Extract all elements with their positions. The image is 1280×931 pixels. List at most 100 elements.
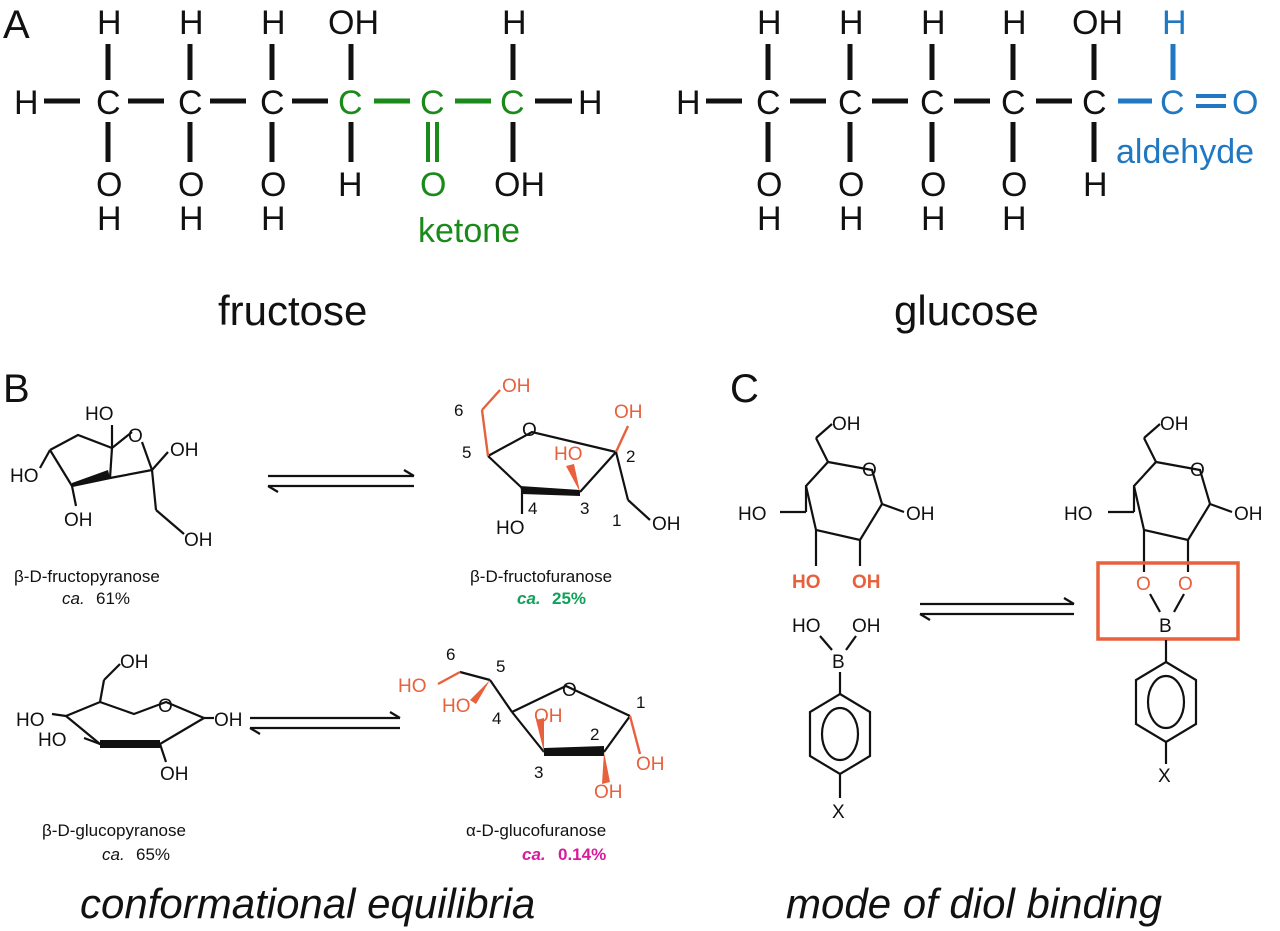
svg-text:H: H <box>921 4 946 42</box>
svg-text:ca.: ca. <box>517 589 541 608</box>
svg-text:2: 2 <box>590 725 599 744</box>
svg-text:OH: OH <box>214 710 243 731</box>
svg-text:HO: HO <box>10 466 39 487</box>
svg-text:HO: HO <box>554 444 583 465</box>
svg-text:H: H <box>921 200 946 238</box>
svg-text:C: C <box>920 84 945 122</box>
svg-text:OH: OH <box>614 402 643 423</box>
svg-text:O: O <box>838 166 864 204</box>
svg-text:C: C <box>338 84 363 122</box>
ketone-label: ketone <box>418 212 520 250</box>
fructose-name: fructose <box>218 287 367 334</box>
svg-text:B: B <box>832 652 845 673</box>
svg-text:O: O <box>1190 460 1205 481</box>
svg-text:OH: OH <box>1160 414 1189 435</box>
svg-text:C: C <box>838 84 863 122</box>
svg-text:OH: OH <box>170 440 199 461</box>
svg-text:61%: 61% <box>96 589 130 608</box>
binding-highlight-box <box>1096 561 1240 641</box>
svg-text:H: H <box>179 200 204 238</box>
svg-text:H: H <box>578 84 603 122</box>
svg-text:OH: OH <box>594 782 623 803</box>
svg-text:5: 5 <box>462 443 471 462</box>
svg-text:O: O <box>420 166 446 204</box>
equilibrium-arrow-3 <box>919 597 1075 621</box>
svg-text:2: 2 <box>626 447 635 466</box>
svg-text:H: H <box>757 4 782 42</box>
svg-text:H: H <box>1162 4 1187 42</box>
panel-label-c: C <box>730 367 759 411</box>
svg-text:O: O <box>1232 84 1258 122</box>
free-diol-and-boronic-acid: OH O HO OH HO OH HO OH B X <box>738 414 935 823</box>
svg-text:OH: OH <box>160 764 189 785</box>
svg-text:O: O <box>1001 166 1027 204</box>
svg-text:OH: OH <box>120 652 149 673</box>
diol-binding-caption: mode of diol binding <box>786 880 1162 927</box>
svg-text:25%: 25% <box>552 589 586 608</box>
alpha-glucofuranose: O HO HO OH OH OH 6 5 4 3 2 1 α-D-glucofu… <box>398 645 665 864</box>
beta-glucopyranose: OH O OH HO HO OH β-D-glucopyranose ca. 6… <box>16 652 243 864</box>
svg-text:HO: HO <box>792 572 821 593</box>
svg-text:65%: 65% <box>136 845 170 864</box>
svg-text:3: 3 <box>580 499 589 518</box>
svg-text:HO: HO <box>16 710 45 731</box>
svg-text:OH: OH <box>494 166 545 204</box>
svg-text:C: C <box>1082 84 1107 122</box>
svg-text:1: 1 <box>636 693 645 712</box>
svg-text:β-D-glucopyranose: β-D-glucopyranose <box>42 821 186 840</box>
svg-text:O: O <box>562 680 577 701</box>
svg-text:C: C <box>1001 84 1026 122</box>
svg-text:OH: OH <box>906 504 935 525</box>
svg-text:H: H <box>261 200 286 238</box>
svg-text:6: 6 <box>454 401 463 420</box>
svg-text:O: O <box>756 166 782 204</box>
svg-text:H: H <box>757 200 782 238</box>
svg-text:ca.: ca. <box>522 845 546 864</box>
svg-text:C: C <box>500 84 525 122</box>
svg-text:O: O <box>158 696 173 717</box>
svg-text:OH: OH <box>1234 504 1263 525</box>
svg-text:H: H <box>1002 200 1027 238</box>
svg-text:H: H <box>179 4 204 42</box>
svg-text:OH: OH <box>832 414 861 435</box>
svg-text:OH: OH <box>328 4 379 42</box>
svg-text:H: H <box>97 4 122 42</box>
svg-text:C: C <box>96 84 121 122</box>
svg-text:O: O <box>862 460 877 481</box>
svg-text:OH: OH <box>852 616 881 637</box>
equilibrium-arrow-2 <box>249 711 401 735</box>
svg-text:O: O <box>920 166 946 204</box>
svg-text:C: C <box>178 84 203 122</box>
boronate-ester: OH O HO OH O O B X <box>1064 414 1263 787</box>
svg-text:OH: OH <box>534 706 563 727</box>
svg-text:O: O <box>522 420 537 441</box>
svg-text:HO: HO <box>738 504 767 525</box>
svg-text:C: C <box>420 84 445 122</box>
equilibrium-arrow-1 <box>267 469 415 493</box>
svg-text:OH: OH <box>1072 4 1123 42</box>
svg-text:H: H <box>502 4 527 42</box>
beta-fructofuranose: OH OH HO O HO OH 6 5 4 3 2 1 β-D-fructof… <box>454 376 681 608</box>
svg-text:B: B <box>1159 616 1172 637</box>
svg-text:C: C <box>1160 84 1185 122</box>
svg-text:OH: OH <box>652 514 681 535</box>
beta-fructopyranose: HO O OH HO OH OH β-D-fructopyranose ca. … <box>10 404 213 608</box>
svg-text:H: H <box>97 200 122 238</box>
svg-text:HO: HO <box>496 518 525 539</box>
panel-label-a: A <box>3 3 30 47</box>
glucose-structure: H C C C C C C O H H H H OH H O O O O H H… <box>676 4 1258 334</box>
svg-text:H: H <box>14 84 39 122</box>
svg-text:OH: OH <box>502 376 531 397</box>
svg-text:X: X <box>832 802 845 823</box>
svg-text:H: H <box>338 166 363 204</box>
panel-label-b: B <box>3 367 30 411</box>
svg-text:β-D-fructofuranose: β-D-fructofuranose <box>470 567 612 586</box>
svg-text:ca.: ca. <box>62 589 85 608</box>
svg-text:O: O <box>178 166 204 204</box>
svg-text:HO: HO <box>85 404 114 425</box>
svg-text:OH: OH <box>184 530 213 551</box>
svg-text:X: X <box>1158 766 1171 787</box>
svg-text:0.14%: 0.14% <box>558 845 606 864</box>
svg-text:HO: HO <box>38 730 67 751</box>
